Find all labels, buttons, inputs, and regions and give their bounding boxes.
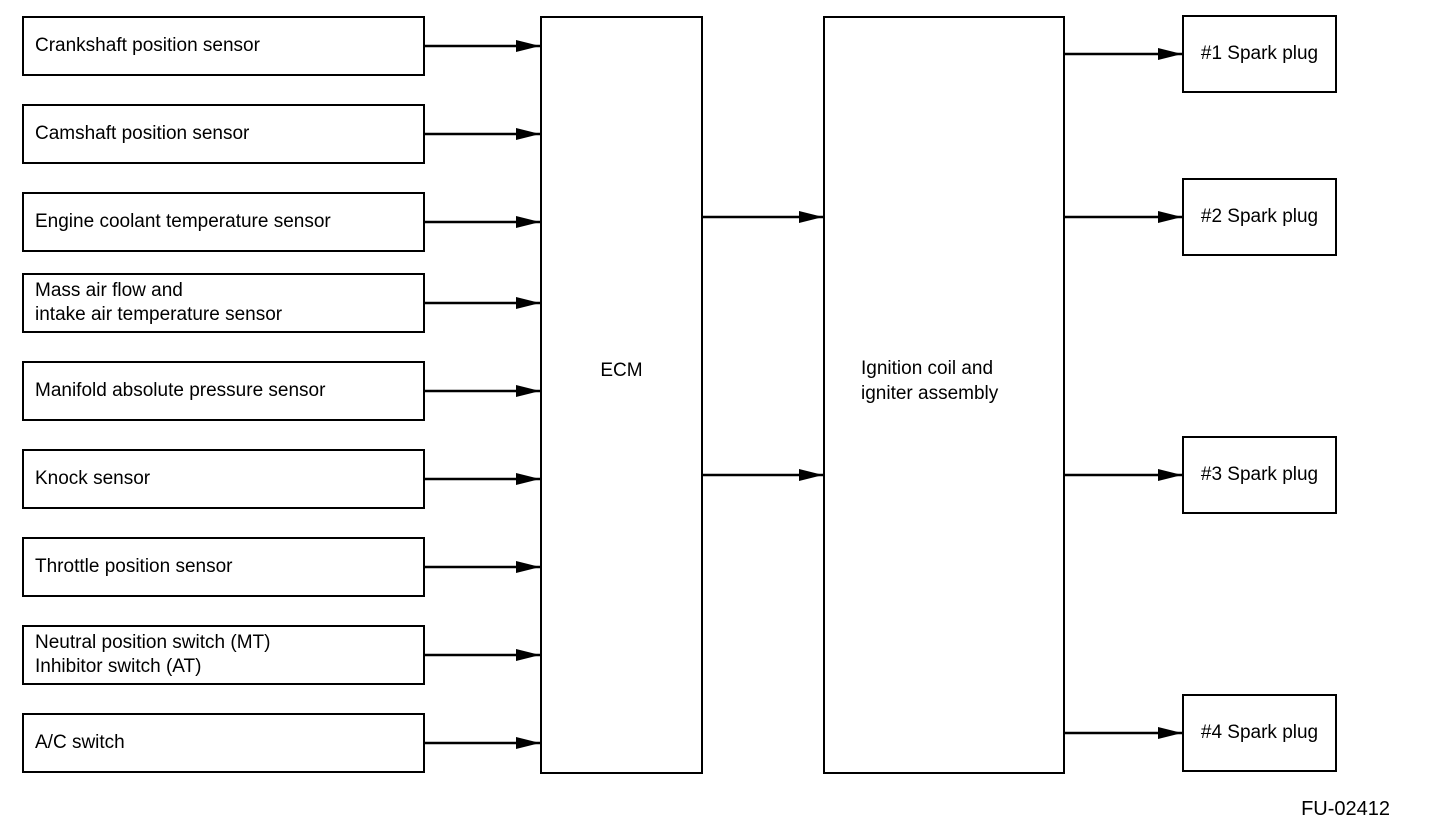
- input-label: Mass air flow and intake air temperature…: [35, 280, 283, 325]
- spark-plug-4-box: #4 Spark plug: [1182, 694, 1337, 772]
- spark-plug-3-box: #3 Spark plug: [1182, 436, 1337, 514]
- ecm-label: ECM: [600, 360, 643, 381]
- input-label: Neutral position switch (MT) Inhibitor s…: [35, 632, 271, 677]
- input-label: Manifold absolute pressure sensor: [35, 380, 326, 401]
- input-box-ac-switch: A/C switch: [22, 713, 425, 773]
- input-label: Knock sensor: [35, 468, 151, 489]
- spark-plug-label: #3 Spark plug: [1200, 464, 1319, 485]
- input-label: Engine coolant temperature sensor: [35, 211, 331, 232]
- spark-plug-label: #2 Spark plug: [1200, 206, 1319, 227]
- input-box-camshaft-position-sensor: Camshaft position sensor: [22, 104, 425, 164]
- ecm-block: ECM: [540, 16, 703, 774]
- input-box-engine-coolant-temperature-sensor: Engine coolant temperature sensor: [22, 192, 425, 252]
- ignition-coil-label: Ignition coil and igniter assembly: [861, 358, 999, 404]
- input-box-mass-air-flow-sensor: Mass air flow and intake air temperature…: [22, 273, 425, 333]
- input-label: Camshaft position sensor: [35, 123, 250, 144]
- input-box-crankshaft-position-sensor: Crankshaft position sensor: [22, 16, 425, 76]
- input-label: A/C switch: [35, 732, 125, 753]
- input-box-knock-sensor: Knock sensor: [22, 449, 425, 509]
- input-label: Crankshaft position sensor: [35, 35, 260, 56]
- ignition-coil-igniter-block: Ignition coil and igniter assembly: [823, 16, 1065, 774]
- spark-plug-2-box: #2 Spark plug: [1182, 178, 1337, 256]
- input-box-throttle-position-sensor: Throttle position sensor: [22, 537, 425, 597]
- spark-plug-label: #4 Spark plug: [1200, 722, 1319, 743]
- spark-plug-1-box: #1 Spark plug: [1182, 15, 1337, 93]
- figure-id: FU-02412: [1301, 798, 1390, 820]
- input-box-manifold-absolute-pressure-sensor: Manifold absolute pressure sensor: [22, 361, 425, 421]
- input-box-neutral-position-inhibitor-switch: Neutral position switch (MT) Inhibitor s…: [22, 625, 425, 685]
- input-label: Throttle position sensor: [35, 556, 233, 577]
- spark-plug-label: #1 Spark plug: [1200, 43, 1319, 64]
